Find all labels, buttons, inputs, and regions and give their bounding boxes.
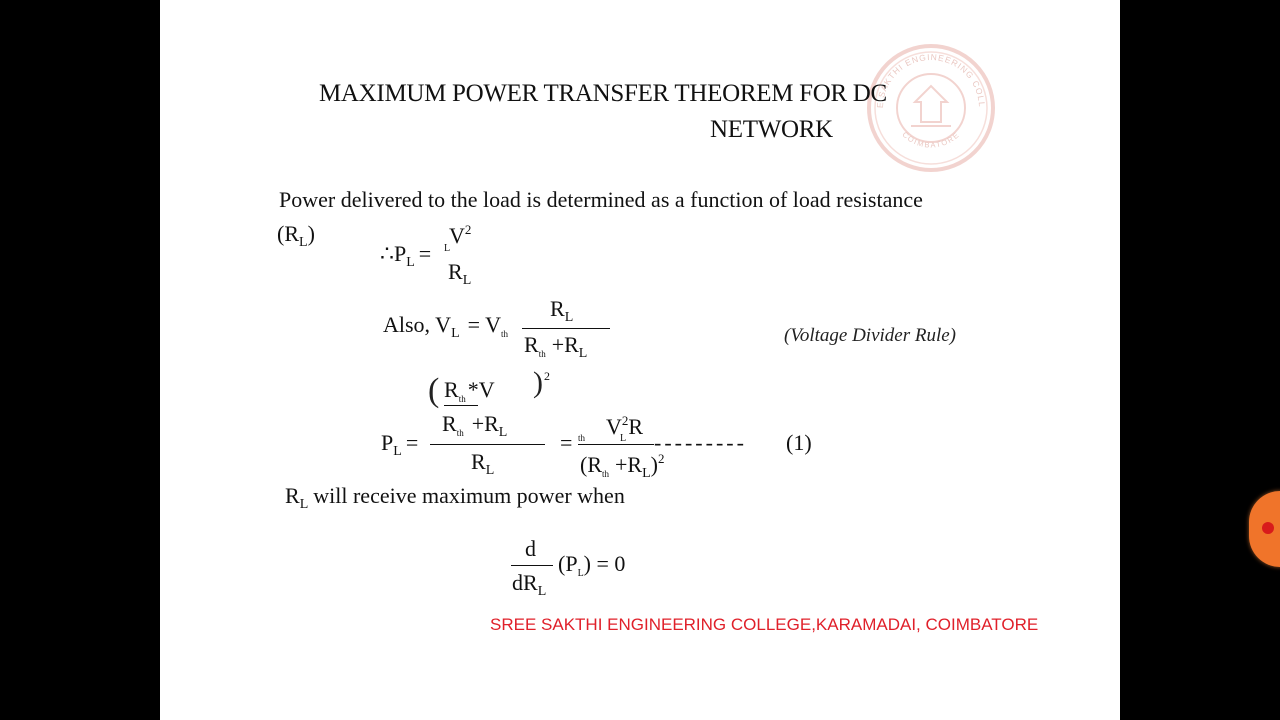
eq4-fraction-line [511,565,553,566]
eq3-lhs: PL= [381,430,419,459]
eq3-rhs-num-sub-L: L [620,433,627,444]
college-seal-watermark: SREE SAKTHI ENGINEERING COLLEGE COIMBATO… [865,42,995,172]
eq3-outer-fraction-line [430,444,545,445]
eq3-left-paren: ( [428,372,440,409]
svg-text:COIMBATORE: COIMBATORE [900,130,961,150]
eq3-inner-denominator: Rth+RL [442,411,508,440]
screen-record-button[interactable] [1249,491,1280,567]
record-dot-icon [1262,522,1274,534]
eq2-lhs: Also, VL= Vth [383,312,509,341]
eq4-denominator: dRL [512,570,547,599]
eq4-numerator: d [525,536,536,561]
eq2-fraction-line [522,328,610,329]
eq1-numerator-sub: L [444,243,451,254]
eq3-equals-2: = [560,430,573,455]
eq3-tag: (1) [786,430,812,455]
eq2-numerator: RL [550,296,574,325]
eq3-outer-denominator: RL [471,449,495,478]
eq3-dashes: --------- [654,430,747,455]
eq3-outer-superscript: 2 [544,369,550,383]
slide-title-line2: NETWORK [710,116,833,143]
college-footer: SREE SAKTHI ENGINEERING COLLEGE,KARAMADA… [490,615,1039,634]
seal-bottom-text: COIMBATORE [900,130,960,150]
eq3-rhs-denominator: (Rth+RL)2 [580,451,665,481]
slide: SREE SAKTHI ENGINEERING COLLEGE COIMBATO… [160,0,1120,720]
eq1-denominator: RL [448,259,472,288]
eq2-denominator: Rth+RL [524,332,588,361]
slide-title-line1: MAXIMUM POWER TRANSFER THEOREM FOR DC [319,80,887,107]
eq3-right-paren: ) [533,366,543,399]
eq3-inner-numerator: Rth*V [444,377,495,404]
eq3-rhs-num-sub-th: th [578,433,586,443]
intro-text: Power delivered to the load is determine… [279,187,923,212]
voltage-divider-note: (Voltage Divider Rule) [784,325,957,346]
eq3-rhs-numerator: V2R [606,413,644,439]
eq3-inner-fraction-line [444,405,478,406]
intro-load-resistance: (RL) [277,221,315,250]
eq1-lhs: ∴PL= [380,241,432,270]
eq4-rhs: (PL) = 0 [558,551,626,579]
eq1-numerator: V2 [449,222,472,248]
eq3-rhs-fraction-line [578,444,654,445]
